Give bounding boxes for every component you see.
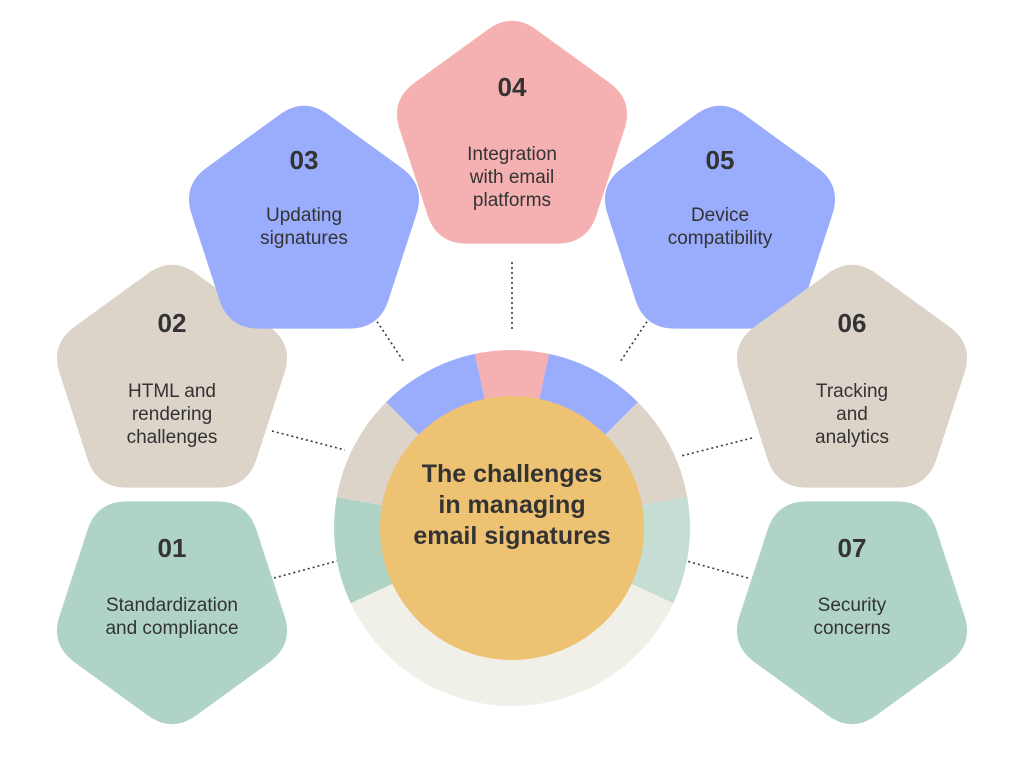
challenge-label-line: Standardization	[106, 595, 238, 616]
pentagon-shape	[736, 264, 968, 488]
challenge-label-line: signatures	[260, 228, 348, 249]
center-circle	[380, 396, 644, 660]
challenge-label-line: rendering	[132, 404, 212, 425]
pentagon-shape	[396, 20, 628, 244]
challenge-label-line: concerns	[813, 618, 890, 639]
challenge-label-line: HTML and	[128, 381, 216, 402]
ring-segment-top-pink	[474, 350, 550, 401]
ring-segment-left-beige	[336, 402, 421, 506]
challenge-number: 06	[838, 308, 867, 338]
challenge-label-line: platforms	[473, 190, 551, 211]
center-title-line-3: email signatures	[413, 522, 610, 550]
ring-segment-right-beige	[603, 402, 688, 506]
connector-line	[680, 437, 753, 457]
challenge-label-line: and compliance	[105, 618, 238, 639]
challenge-label-line: analytics	[815, 427, 889, 448]
center-title-line-2: in managing	[438, 491, 585, 519]
ring-segment-bottom	[350, 582, 674, 707]
challenge-label-line: and	[836, 404, 868, 425]
challenge-label-line: Integration	[467, 144, 557, 165]
challenge-number: 07	[838, 533, 867, 563]
pentagon-shape	[56, 501, 288, 725]
connector-line	[682, 559, 749, 579]
pentagon-shape	[736, 501, 968, 725]
challenge-number: 02	[158, 308, 187, 338]
connector-line	[271, 430, 346, 451]
challenge-label-line: with email	[469, 167, 554, 188]
challenge-label-line: Device	[691, 205, 749, 226]
challenge-number: 01	[158, 533, 187, 563]
center-title-line-1: The challenges	[422, 460, 603, 488]
challenge-label-line: Updating	[266, 205, 342, 226]
challenge-label-line: Tracking	[816, 381, 888, 402]
challenge-number: 05	[706, 145, 735, 175]
ring-segment-right-green	[629, 497, 690, 604]
pentagon-shape	[56, 264, 288, 488]
pentagon-shape	[188, 105, 420, 329]
challenge-label-line: compatibility	[668, 228, 773, 249]
ring-segment-right-blue	[539, 353, 638, 437]
challenge-label-line: Security	[818, 595, 887, 616]
ring-segment-left-blue	[386, 353, 485, 437]
challenge-number: 04	[498, 72, 527, 102]
center-ring	[334, 350, 690, 707]
challenge-number: 03	[290, 145, 319, 175]
pentagon-shape	[604, 105, 836, 329]
connector-line	[273, 559, 342, 579]
challenge-label-line: challenges	[127, 427, 218, 448]
ring-segment-left-green	[334, 497, 395, 604]
